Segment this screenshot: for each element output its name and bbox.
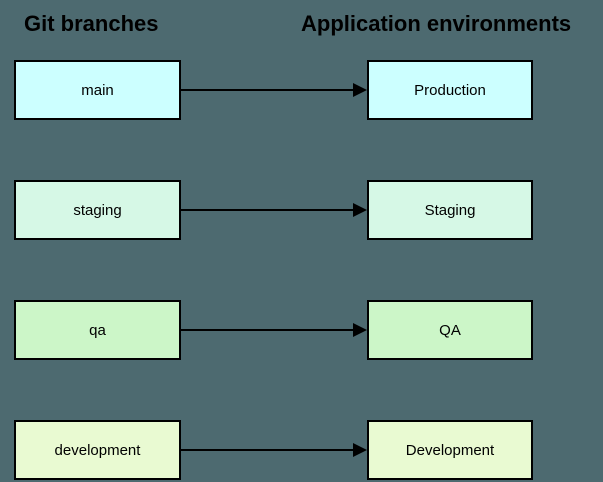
arrow-connector	[181, 300, 367, 360]
arrow-connector	[181, 420, 367, 480]
right-column-title: Application environments	[301, 11, 572, 36]
arrowhead-icon	[353, 83, 367, 97]
arrow-connector	[181, 60, 367, 120]
arrow-shaft	[181, 329, 355, 331]
branch-node-development: development	[14, 420, 181, 480]
arrow-shaft	[181, 89, 355, 91]
environment-node-production: Production	[367, 60, 533, 120]
environment-node-staging: Staging	[367, 180, 533, 240]
environment-node-qa: QA	[367, 300, 533, 360]
mapping-row-staging: staging Staging	[0, 180, 603, 240]
branch-node-staging: staging	[14, 180, 181, 240]
mapping-row-development: development Development	[0, 420, 603, 480]
arrow-shaft	[181, 209, 355, 211]
arrowhead-icon	[353, 203, 367, 217]
arrowhead-icon	[353, 323, 367, 337]
mapping-row-qa: qa QA	[0, 300, 603, 360]
environment-node-development: Development	[367, 420, 533, 480]
arrow-shaft	[181, 449, 355, 451]
branch-node-qa: qa	[14, 300, 181, 360]
arrowhead-icon	[353, 443, 367, 457]
left-column-title: Git branches	[24, 11, 159, 36]
branch-node-main: main	[14, 60, 181, 120]
arrow-connector	[181, 180, 367, 240]
mapping-row-main: main Production	[0, 60, 603, 120]
